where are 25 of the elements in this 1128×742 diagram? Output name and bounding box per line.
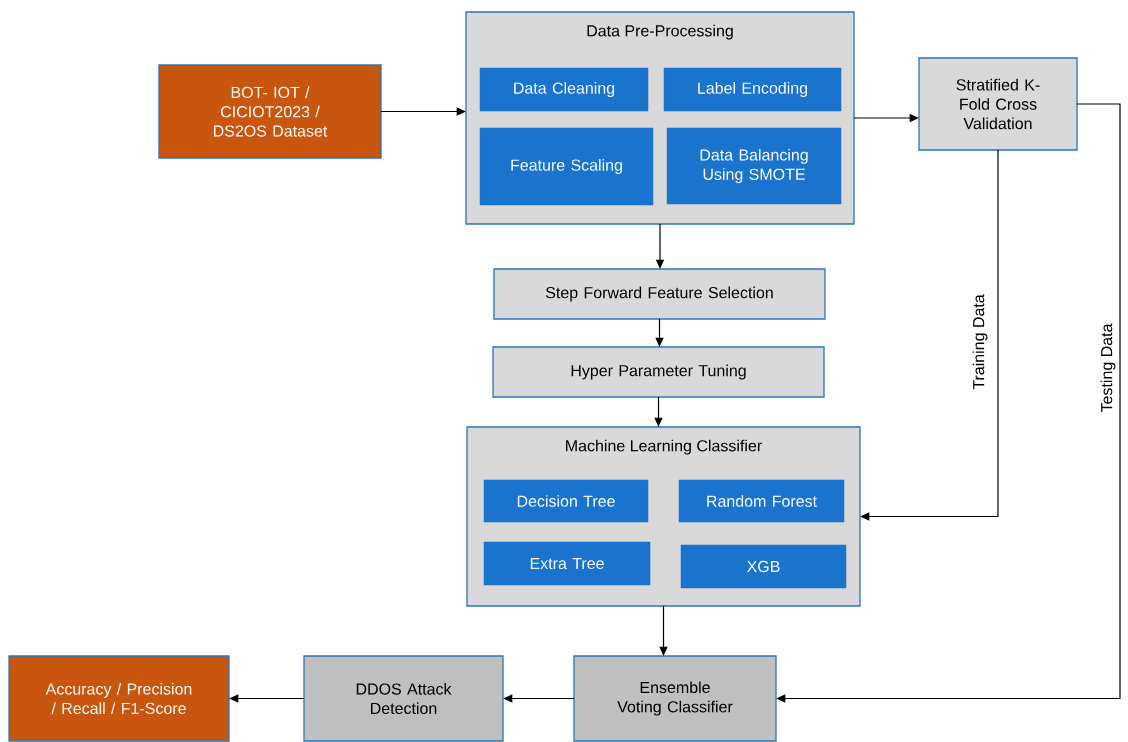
process-box: Data Cleaning — [479, 67, 649, 112]
arrow — [654, 396, 663, 427]
arrow — [860, 149, 999, 521]
arrow — [655, 318, 664, 347]
edge-label: Testing Data — [1100, 323, 1116, 413]
process-box: Extra Tree — [483, 541, 651, 586]
process-box: Feature Scaling — [479, 127, 654, 206]
process-box: XGB — [680, 544, 847, 589]
data-box: BOT- IOT / CICIOT2023 / DS2OS Dataset — [158, 64, 382, 159]
arrow — [229, 694, 305, 703]
process-box: DDOS Attack Detection — [303, 655, 504, 742]
process-box: Decision Tree — [483, 479, 649, 523]
process-box: Stratified K- Fold Cross Validation — [918, 57, 1078, 151]
arrow — [380, 107, 466, 116]
arrow — [659, 605, 668, 656]
process-box: Ensemble Voting Classifier — [573, 655, 777, 742]
process-box: Random Forest — [678, 479, 845, 523]
process-box: Label Encoding — [663, 67, 842, 112]
arrow — [503, 694, 575, 703]
edge-label: Training Data — [972, 294, 988, 390]
data-box: Accuracy / Precision / Recall / F1-Score — [8, 655, 230, 742]
process-box: Data Balancing Using SMOTE — [666, 127, 842, 205]
arrow — [776, 103, 1121, 703]
process-box: Step Forward Feature Selection — [493, 268, 826, 320]
process-box: Hyper Parameter Tuning — [492, 346, 825, 398]
